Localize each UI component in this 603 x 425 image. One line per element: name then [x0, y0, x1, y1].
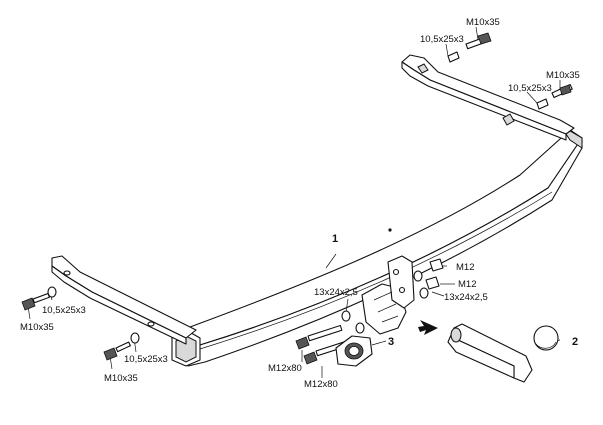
label-washer-mid-right: 13x24x2,5 [444, 292, 488, 303]
left-side-bracket [51, 255, 197, 345]
label-bolt-m10x35-bottom: M10x35 [104, 373, 138, 384]
label-washer-top-a: 10,5x25x3 [420, 34, 464, 45]
label-bolt-m10x35-top-b: M10x35 [546, 70, 580, 81]
fasteners-left [21, 286, 140, 361]
label-washer-left: 10,5x25x3 [42, 305, 86, 316]
insertion-arrow [418, 320, 438, 335]
label-washer-top-b: 10,5x25x3 [508, 83, 552, 94]
callout-part-1: 1 [332, 233, 338, 245]
callout-part-3: 3 [388, 336, 394, 348]
fasteners-center [295, 258, 444, 365]
coupling-gasket [335, 335, 373, 367]
label-bolt-m10x35-top-a: M10x35 [466, 17, 500, 28]
label-nut-m12-a: M12 [456, 262, 474, 273]
tow-ball-neck [447, 323, 559, 383]
mounting-plate [361, 255, 415, 335]
label-washer-mid-left: 13x24x2,5 [314, 287, 358, 298]
label-washer-bottom: 10,5x25x3 [124, 354, 168, 365]
label-bolt-m10x35-left: M10x35 [20, 322, 54, 333]
label-nut-m12-b: M12 [458, 279, 476, 290]
callout-part-2: 2 [572, 336, 578, 348]
fasteners-top [447, 32, 573, 110]
label-bolt-m12x80-a: M12x80 [268, 363, 302, 374]
label-bolt-m12x80-b: M12x80 [304, 379, 338, 390]
right-side-bracket [401, 54, 575, 141]
